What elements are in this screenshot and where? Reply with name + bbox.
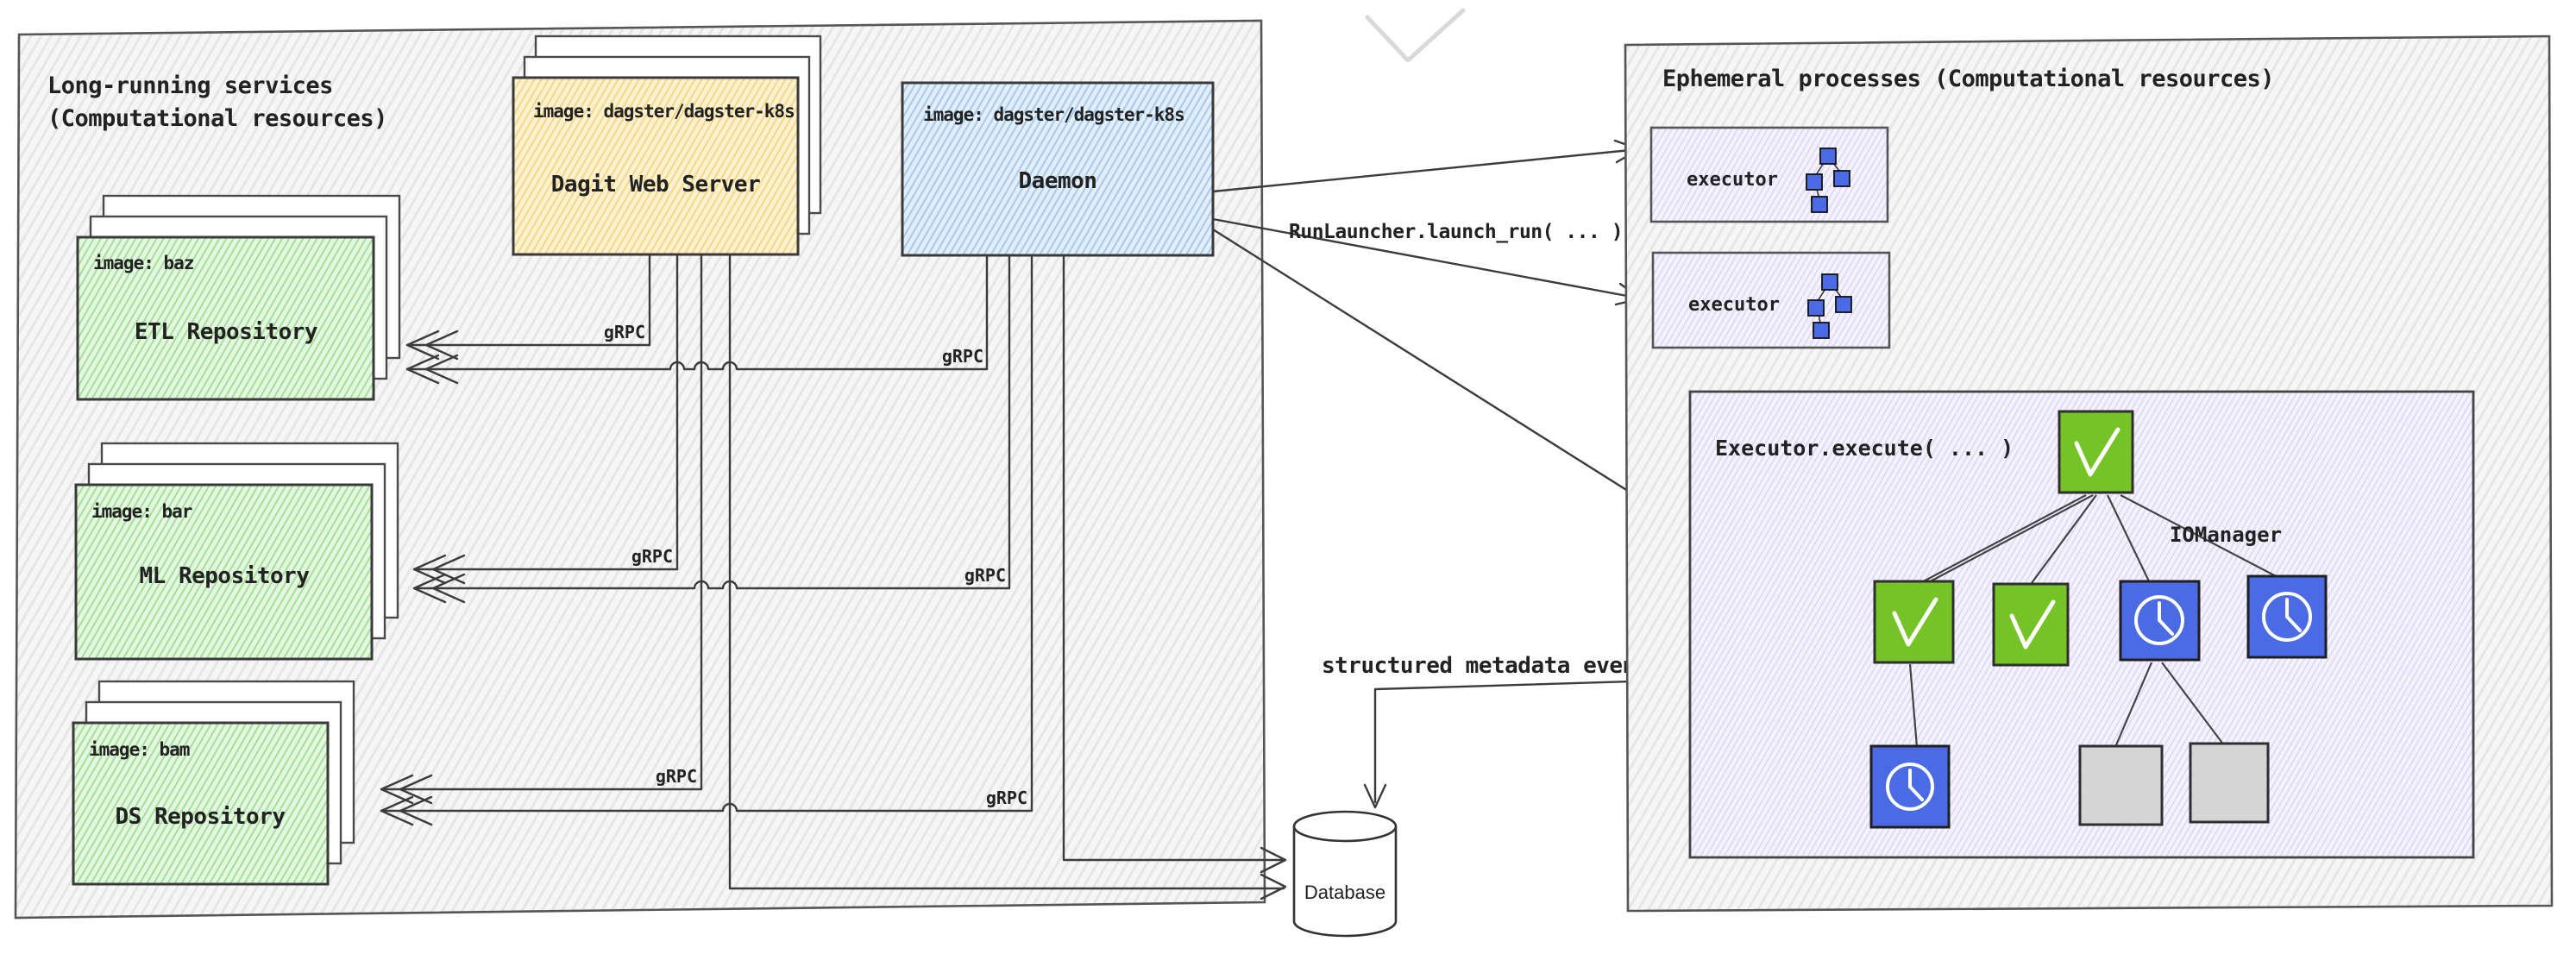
- check-icon: [2009, 599, 2056, 650]
- clock-icon: [2134, 595, 2184, 645]
- arrowhead-ml-lower: [412, 573, 447, 604]
- dag-node-success: [1992, 582, 2070, 667]
- etl-image-label: image: baz: [93, 253, 194, 273]
- arrowhead-etl-lower: [405, 354, 440, 385]
- etl-repository-label: ETL Repository: [135, 319, 317, 345]
- etl-repository-stack: image: baz ETL Repository: [76, 194, 401, 401]
- dag-edge: [2028, 494, 2097, 587]
- dagit-image-label: image: dagster/dagster-k8s: [533, 101, 795, 122]
- executor-box-1: executor: [1649, 126, 1889, 223]
- arrowhead-etl-upper-2: [424, 330, 459, 361]
- mini-dag-icon: [1807, 273, 1852, 339]
- dag-edge: [1908, 663, 1919, 748]
- grpc-label-daemon-etl: gRPC: [942, 346, 983, 367]
- dag-node-pending: [2119, 580, 2201, 662]
- dag-edge: [2161, 662, 2225, 746]
- wire-dagit-etl: [405, 253, 651, 347]
- executor-execute-group: Executor.execute( ... ) IOManager: [1688, 390, 2475, 859]
- daemon-image-label: image: dagster/dagster-k8s: [923, 104, 1184, 125]
- ds-repository-stack: image: bam DS Repository: [72, 680, 355, 886]
- clock-icon: [2262, 592, 2312, 642]
- dag-node-unstarted: [2189, 742, 2270, 824]
- daemon-box: [901, 81, 1215, 257]
- wire-metadata-events: [1373, 678, 1692, 804]
- executor-execute-title: Executor.execute( ... ): [1715, 436, 2014, 461]
- arrowhead-ml-lower-2: [431, 573, 466, 604]
- wire-dagit-ml: [412, 253, 679, 571]
- arrowhead-daemon-database: [1260, 846, 1287, 874]
- run-launcher-label: RunLauncher.launch_run( ... ): [1289, 221, 1623, 243]
- arrow-daemon-executor1: [1211, 147, 1641, 193]
- executor2-label: executor: [1688, 294, 1780, 316]
- arrow-daemon-executor2: [1211, 217, 1643, 300]
- executor-box-2: executor: [1651, 251, 1891, 349]
- grpc-wires: gRPC gRPC gRPC gRPC gRPC gRPC: [380, 253, 1285, 890]
- wire-daemon-etl: [405, 254, 989, 371]
- grpc-label-dagit-etl: gRPC: [604, 322, 645, 342]
- arrowhead-etl-upper: [405, 330, 440, 361]
- metadata-events-group: structured metadata events: [1322, 653, 1692, 809]
- dagit-web-server-stack: image: dagster/dagster-k8s Dagit Web Ser…: [512, 35, 822, 256]
- grpc-label-dagit-ml: gRPC: [631, 546, 673, 567]
- arrowhead-dagit-database: [1260, 873, 1287, 901]
- ds-image-label: image: bam: [89, 739, 190, 760]
- arrowhead-ds-upper: [380, 774, 414, 805]
- wire-daemon-ml: [412, 254, 1011, 590]
- grpc-label-dagit-ds: gRPC: [656, 766, 697, 787]
- grpc-label-daemon-ml: gRPC: [964, 565, 1006, 586]
- wire-daemon-database: [1062, 254, 1285, 862]
- scribble-v-mark: [1365, 8, 1466, 63]
- grpc-label-daemon-ds: gRPC: [986, 788, 1027, 808]
- dag-edge: [2114, 662, 2153, 748]
- arrowhead-ds-upper-2: [399, 774, 433, 805]
- database-cylinder-body: [1292, 826, 1398, 938]
- etl-repository-box: [76, 235, 375, 401]
- clock-icon: [1886, 763, 1934, 811]
- arrow-daemon-execute-box: [1211, 228, 1672, 519]
- arrowhead-etl-lower-2: [424, 354, 459, 385]
- ml-repository-stack: image: bar ML Repository: [74, 442, 399, 661]
- dag-node-pending: [2246, 574, 2328, 659]
- wire-dagit-database: [728, 253, 1285, 890]
- executor1-label: executor: [1687, 169, 1778, 191]
- run-launcher-group: RunLauncher.launch_run( ... ): [1211, 139, 1672, 519]
- mini-dag-icon: [1806, 147, 1850, 213]
- right-panel-title: Ephemeral processes (Computational resou…: [1662, 66, 2274, 92]
- database-label: Database: [1304, 882, 1385, 903]
- ml-repository-label: ML Repository: [140, 563, 310, 589]
- ml-image-label: image: bar: [91, 501, 192, 522]
- wire-dagit-ds: [380, 253, 703, 791]
- ds-repository-box: [72, 721, 330, 886]
- database-group: Database: [1260, 810, 1398, 938]
- check-icon: [2074, 427, 2120, 477]
- dag-edge: [1923, 494, 2094, 586]
- left-panel-title-line2: (Computational resources): [47, 105, 387, 132]
- dag-node-unstarted: [2078, 744, 2164, 826]
- dag-edge-iomanager: [2120, 494, 2280, 579]
- wire-daemon-ds: [380, 254, 1034, 813]
- database-cylinder-top: [1292, 810, 1398, 843]
- daemon-box-group: image: dagster/dagster-k8s Daemon: [901, 81, 1215, 257]
- arrowhead-ds-lower-2: [399, 795, 433, 826]
- arrowhead-ds-lower: [380, 795, 414, 826]
- dagit-web-server-box: [512, 76, 800, 256]
- dag-node-pending: [1869, 744, 1951, 829]
- dag-node-success: [1873, 580, 1955, 664]
- ds-repository-label: DS Repository: [116, 804, 286, 830]
- iomanager-label: IOManager: [2170, 523, 2282, 547]
- dag-edge: [2107, 494, 2151, 584]
- arrowhead-metadata-database: [1363, 783, 1387, 809]
- left-panel-title-line1: Long-running services: [47, 72, 333, 99]
- dag-node-success-root: [2058, 410, 2134, 494]
- ml-repository-box: [74, 483, 374, 661]
- check-icon: [1892, 597, 1938, 647]
- dagit-label: Dagit Web Server: [551, 172, 760, 198]
- metadata-events-label: structured metadata events: [1322, 653, 1662, 679]
- daemon-label: Daemon: [1019, 168, 1097, 194]
- dag-edge: [1916, 494, 2087, 586]
